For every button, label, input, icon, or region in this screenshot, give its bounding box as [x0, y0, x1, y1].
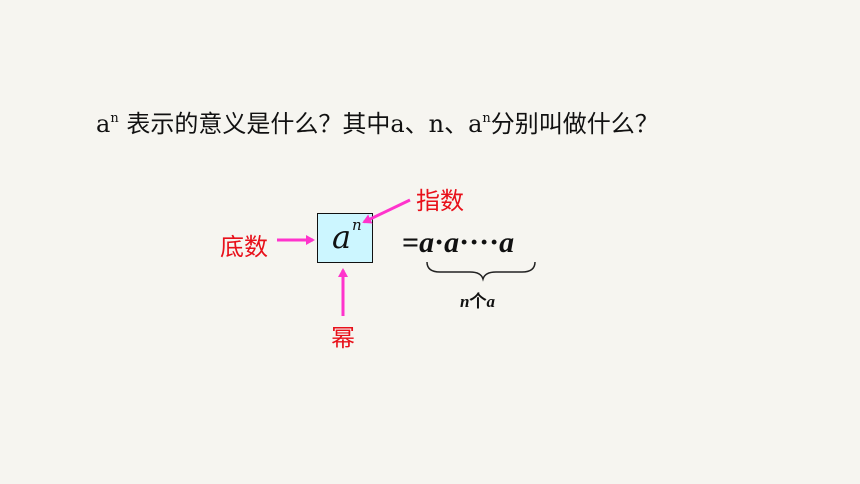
brace-label-n: n: [460, 292, 470, 311]
product-expansion: =a·a····a: [402, 226, 514, 260]
multiply-dot: ·: [434, 226, 445, 259]
base-label: 底数: [220, 233, 268, 261]
underbrace: [426, 261, 536, 282]
power-label: 幂: [331, 324, 355, 352]
ellipsis-dots: ····: [459, 226, 500, 259]
exponent-label: 指数: [416, 187, 464, 215]
factor-last: a: [499, 226, 515, 259]
equals-sign: =: [402, 226, 420, 259]
brace-label: n个a: [460, 287, 495, 312]
question-exponent-2: n: [482, 111, 491, 126]
factor-2: a: [444, 226, 460, 259]
question-part-1: 表示的意义是什么？其中a、n、a: [118, 110, 483, 138]
question-part-2: 分别叫做什么？: [490, 110, 659, 138]
power-base: a: [332, 218, 352, 256]
brace-label-measure: 个: [469, 292, 487, 311]
power-exponent: n: [352, 216, 362, 234]
question-text: an 表示的意义是什么？其中a、n、an分别叫做什么？: [96, 104, 659, 139]
question-base: a: [96, 110, 111, 138]
exponent-arrow: [362, 198, 411, 224]
question-exponent: n: [110, 111, 119, 126]
factor-1: a: [419, 226, 435, 259]
brace-label-a: a: [486, 292, 495, 311]
